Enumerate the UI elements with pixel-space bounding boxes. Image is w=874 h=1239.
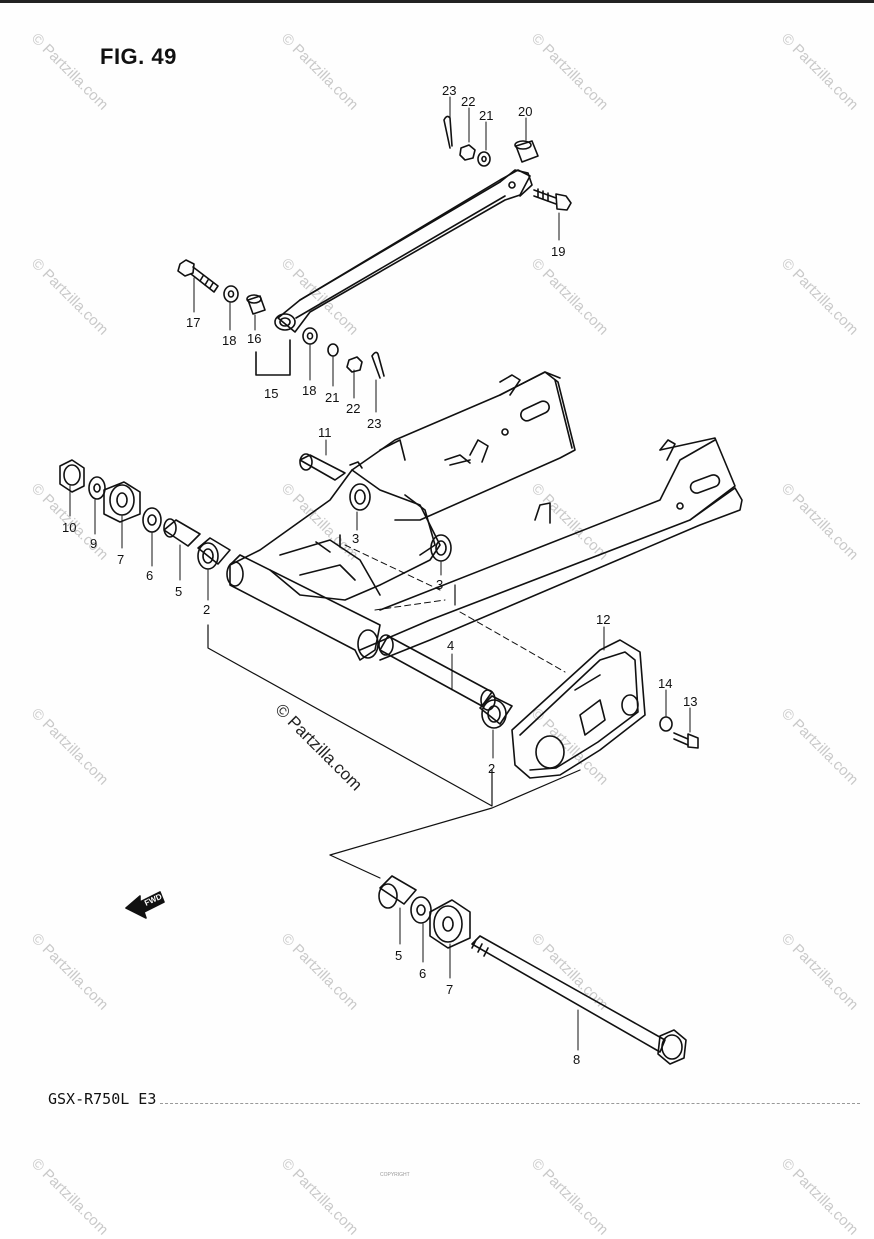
assembly-brackets: [207, 584, 581, 879]
callout-7: 7: [446, 982, 453, 997]
callout-8: 8: [573, 1052, 580, 1067]
needle-bearing-right: [479, 695, 513, 729]
callout-17: 17: [186, 315, 200, 330]
callout-12: 12: [596, 612, 610, 627]
cushion-rod: [274, 169, 533, 333]
callout-5: 5: [395, 948, 402, 963]
callout-20: 20: [518, 104, 532, 119]
callout-15: 15: [264, 386, 278, 401]
callout-21: 21: [325, 390, 339, 405]
callout-3: 3: [436, 577, 443, 592]
model-code: GSX-R750L E3: [48, 1090, 157, 1108]
callout-23: 23: [367, 416, 381, 431]
callout-leaders: [69, 96, 691, 1051]
callout-numbers: 23 22 21 20 19 17 18 16 15 18 21 22 23 1…: [62, 83, 697, 1067]
figure-title: FIG. 49: [100, 44, 177, 69]
callout-3: 3: [352, 531, 359, 546]
pivot-bearings: [299, 453, 452, 562]
callout-10: 10: [62, 520, 76, 535]
callout-16: 16: [247, 331, 261, 346]
callout-18: 18: [222, 333, 236, 348]
pivot-shaft-assembly: [378, 875, 687, 1065]
callout-22: 22: [461, 94, 475, 109]
callout-21: 21: [479, 108, 493, 123]
callout-7: 7: [117, 552, 124, 567]
callout-2: 2: [488, 761, 495, 776]
callout-9: 9: [90, 536, 97, 551]
callout-4: 4: [447, 638, 454, 653]
callout-6: 6: [419, 966, 426, 981]
assembly-leaders: [344, 544, 566, 673]
callout-19: 19: [551, 244, 565, 259]
swingarm: [226, 371, 743, 661]
top-border: [0, 0, 874, 3]
callout-6: 6: [146, 568, 153, 583]
top-hardware: [443, 115, 572, 211]
callout-5: 5: [175, 584, 182, 599]
exploded-swingarm-diagram: FWD: [59, 83, 743, 1067]
callout-13: 13: [683, 694, 697, 709]
spacer-tube: [378, 634, 496, 711]
callout-22: 22: [346, 401, 360, 416]
chain-case: [511, 639, 699, 779]
callout-18: 18: [302, 383, 316, 398]
callout-2: 2: [203, 602, 210, 617]
model-rule: [160, 1103, 860, 1104]
callout-23: 23: [442, 83, 456, 98]
left-pivot-stack: [59, 459, 231, 570]
callout-14: 14: [658, 676, 672, 691]
callout-11: 11: [318, 425, 332, 440]
left-rod-hardware: [177, 259, 385, 379]
fwd-direction-arrow: FWD: [125, 891, 165, 919]
footer-fine-print: COPYRIGHT: [380, 1172, 410, 1178]
